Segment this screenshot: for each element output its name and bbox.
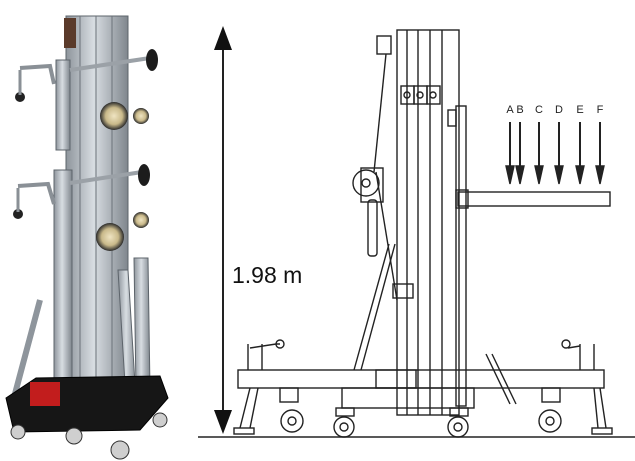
- load-arrowhead-a: [505, 165, 515, 185]
- photo-top-bracket: [64, 18, 76, 48]
- drawing-mast: [376, 29, 460, 416]
- photo-arm-knob: [138, 164, 150, 186]
- height-arrow-top: [214, 26, 232, 50]
- load-label-a: A: [506, 104, 514, 116]
- load-arrowhead-f: [595, 165, 605, 185]
- winch: [352, 167, 384, 257]
- photo-arm-knob: [146, 49, 158, 71]
- height-value-label: 1.98 m: [232, 262, 303, 288]
- load-label-c: C: [535, 104, 543, 116]
- load-arrowhead-e: [575, 165, 585, 185]
- photo-crank-knob: [15, 92, 25, 102]
- load-label-e: E: [576, 104, 584, 116]
- load-arrowhead-c: [534, 165, 544, 185]
- load-arrowhead-b: [515, 165, 525, 185]
- load-label-b: B: [516, 104, 524, 116]
- photo-mast: [65, 15, 129, 397]
- load-boom: [455, 189, 611, 209]
- load-arrows: [505, 122, 605, 185]
- photo-pulley: [96, 223, 124, 251]
- base-frame: [233, 339, 613, 435]
- photo-pulley: [100, 102, 128, 130]
- load-arrowhead-d: [554, 165, 564, 185]
- height-arrow-bottom: [214, 410, 232, 434]
- lift-photo: [5, 15, 169, 460]
- castor-wheels: [279, 387, 562, 438]
- load-label-f: F: [596, 104, 604, 116]
- photo-crank-knob: [13, 209, 23, 219]
- load-label-d: D: [555, 104, 563, 116]
